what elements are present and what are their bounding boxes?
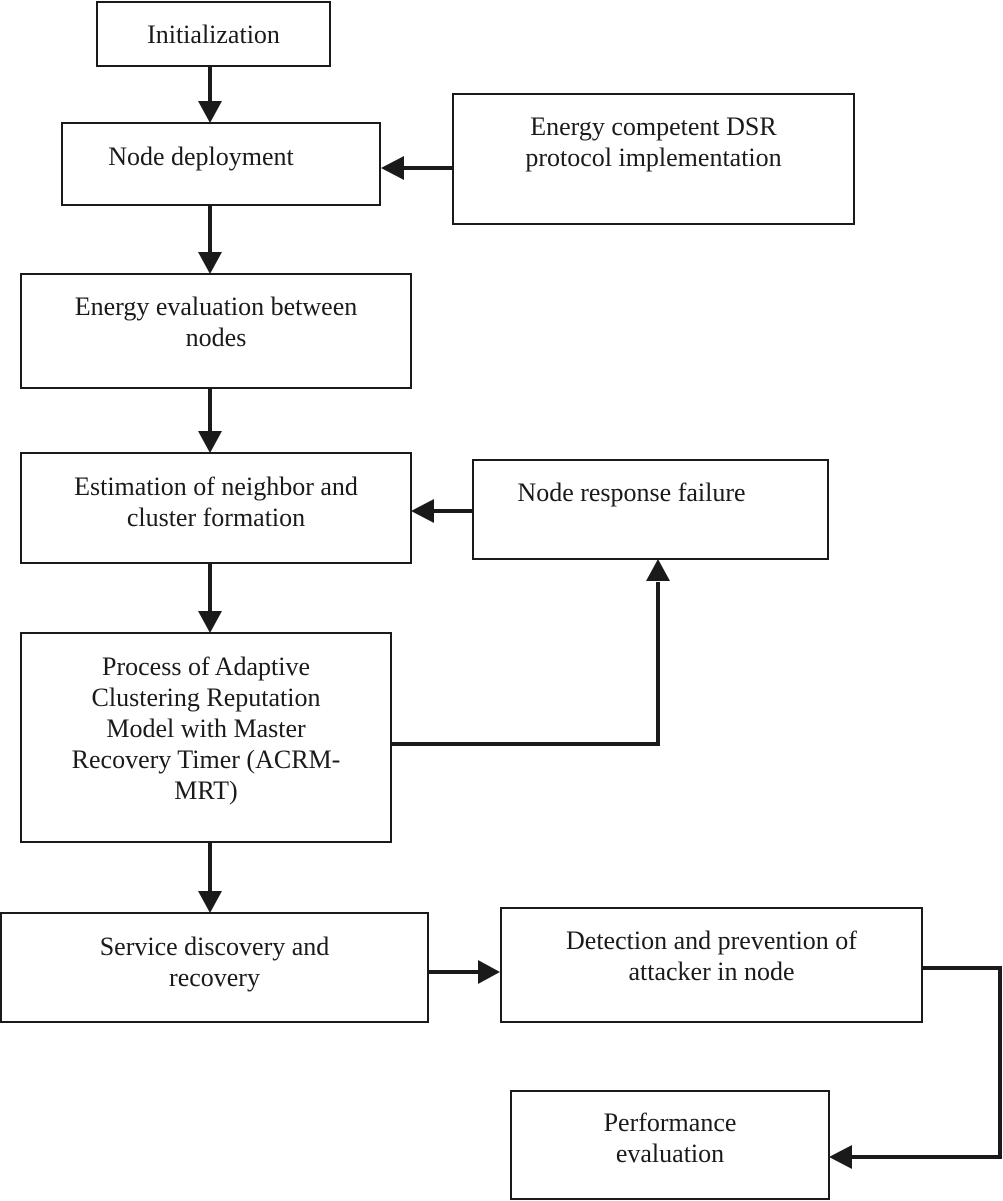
arrowhead-acrm-mrt-process-top: [198, 611, 222, 633]
node-deployment-line-1: Node deployment: [108, 142, 294, 171]
arrowhead-neighbor-estimation-top: [198, 431, 222, 453]
service-discovery-label: Service discovery and recovery: [2, 931, 427, 993]
service-discovery-line-2: recovery: [169, 963, 260, 992]
node-deployment-label: Node deployment: [63, 141, 339, 172]
initialization-line-1: Initialization: [147, 20, 280, 49]
dsr-protocol-line-1: Energy competent DSR: [530, 112, 777, 141]
arrowhead-node-deployment-right: [381, 156, 404, 180]
attacker-detection-box: Detection and prevention of attacker in …: [500, 907, 923, 1023]
energy-evaluation-box: Energy evaluation between nodes: [20, 273, 412, 389]
arrow-acrm-mrt-process-to-node-response-failure: [392, 582, 660, 746]
dsr-protocol-label: Energy competent DSR protocol implementa…: [454, 111, 853, 173]
energy-evaluation-line-2: nodes: [185, 323, 247, 352]
node-response-failure-label: Node response failure: [474, 477, 789, 508]
dsr-protocol-line-2: protocol implementation: [525, 143, 782, 172]
dsr-protocol-box: Energy competent DSR protocol implementa…: [452, 93, 855, 225]
acrm-mrt-process-line-3: Model with Master: [106, 714, 306, 743]
neighbor-estimation-label: Estimation of neighbor and cluster forma…: [22, 471, 410, 533]
arrow-attacker-detection-to-performance-evaluation: [851, 966, 1002, 1159]
performance-evaluation-box: Performance evaluation: [510, 1090, 830, 1200]
performance-evaluation-label: Performance evaluation: [512, 1107, 828, 1169]
acrm-mrt-process-line-1: Process of Adaptive: [102, 652, 310, 681]
acrm-mrt-process-line-4: Recovery Timer (ACRM-: [71, 745, 341, 774]
attacker-detection-line-2: attacker in node: [628, 957, 795, 986]
initialization-label: Initialization: [98, 19, 329, 50]
acrm-mrt-process-label: Process of Adaptive Clustering Reputatio…: [22, 651, 390, 806]
acrm-mrt-process-line-2: Clustering Reputation: [91, 683, 321, 712]
attacker-detection-line-1: Detection and prevention of: [566, 926, 857, 955]
neighbor-estimation-line-2: cluster formation: [126, 503, 306, 532]
arrowhead-performance-evaluation-right: [829, 1145, 852, 1169]
acrm-mrt-process-line-5: MRT): [174, 776, 238, 805]
service-discovery-line-1: Service discovery and: [99, 932, 330, 961]
attacker-detection-label: Detection and prevention of attacker in …: [502, 925, 921, 987]
arrowhead-node-deployment-top: [198, 101, 222, 123]
arrowhead-attacker-detection-left: [478, 960, 500, 984]
node-deployment-box: Node deployment: [61, 122, 381, 206]
neighbor-estimation-box: Estimation of neighbor and cluster forma…: [20, 452, 412, 564]
arrowhead-neighbor-estimation-right: [411, 499, 434, 523]
arrowhead-energy-evaluation-top: [198, 252, 222, 274]
neighbor-estimation-line-1: Estimation of neighbor and: [74, 472, 358, 501]
service-discovery-box: Service discovery and recovery: [0, 912, 429, 1023]
performance-evaluation-line-1: Performance: [603, 1108, 737, 1137]
node-response-failure-line-1: Node response failure: [517, 478, 746, 507]
energy-evaluation-label: Energy evaluation between nodes: [22, 291, 410, 353]
performance-evaluation-line-2: evaluation: [615, 1139, 725, 1168]
arrowhead-node-response-failure-bottom: [646, 559, 670, 581]
energy-evaluation-line-1: Energy evaluation between: [74, 292, 358, 321]
arrowhead-service-discovery-top: [198, 891, 222, 913]
initialization-box: Initialization: [96, 1, 331, 67]
node-response-failure-box: Node response failure: [472, 459, 829, 560]
acrm-mrt-process-box: Process of Adaptive Clustering Reputatio…: [20, 632, 392, 843]
